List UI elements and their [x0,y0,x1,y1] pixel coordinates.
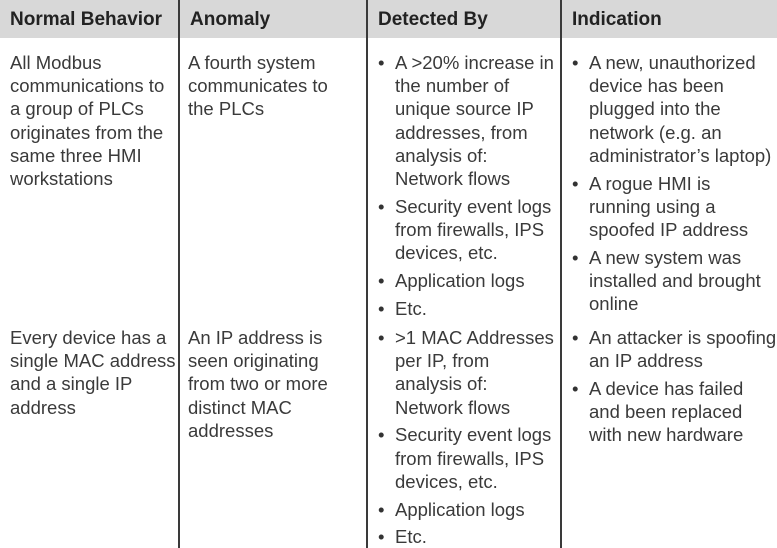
row1-detected-by-list: A >20% increase in the number of unique … [366,51,560,325]
row2-detected-by-list: >1 MAC Addresses per IP, from analysis o… [366,326,560,548]
row1-indication-list: A new, unauthorized device has been plug… [560,51,777,320]
header-normal-behavior: Normal Behavior [10,9,163,30]
header-detected-by: Detected By [378,9,488,30]
list-item: A new, unauthorized device has been plug… [570,51,777,167]
list-item: >1 MAC Addresses per IP, from analysis o… [376,326,556,419]
row1-anomaly: A fourth system communicates to the PLCs [188,52,328,120]
list-item: Application logs [376,498,556,521]
row1-normal-behavior: All Modbus communications to a group of … [10,52,165,190]
list-item: A device has failed and been replaced wi… [570,377,777,447]
table-header: Normal Behavior Anomaly Detected By Indi… [0,0,777,38]
list-item: Security event logs from firewalls, IPS … [376,423,556,493]
row2-anomaly: An IP address is seen originating from t… [188,327,328,441]
list-item: A >20% increase in the number of unique … [376,51,556,190]
list-item: An attacker is spoofing an IP address [570,326,777,372]
header-anomaly: Anomaly [190,9,271,30]
list-item: Etc. [376,525,556,548]
list-item: Application logs [376,269,556,292]
list-item: A new system was installed and brought o… [570,246,777,316]
column-divider [560,0,562,548]
row2-normal-behavior: Every device has a single MAC address an… [10,327,176,418]
list-item: Etc. [376,297,556,320]
list-item: A rogue HMI is running using a spoofed I… [570,172,777,242]
row2-indication-list: An attacker is spoofing an IP address A … [560,326,777,451]
column-divider [366,0,368,548]
list-item: Security event logs from firewalls, IPS … [376,195,556,265]
header-indication: Indication [572,9,662,30]
column-divider [178,0,180,548]
